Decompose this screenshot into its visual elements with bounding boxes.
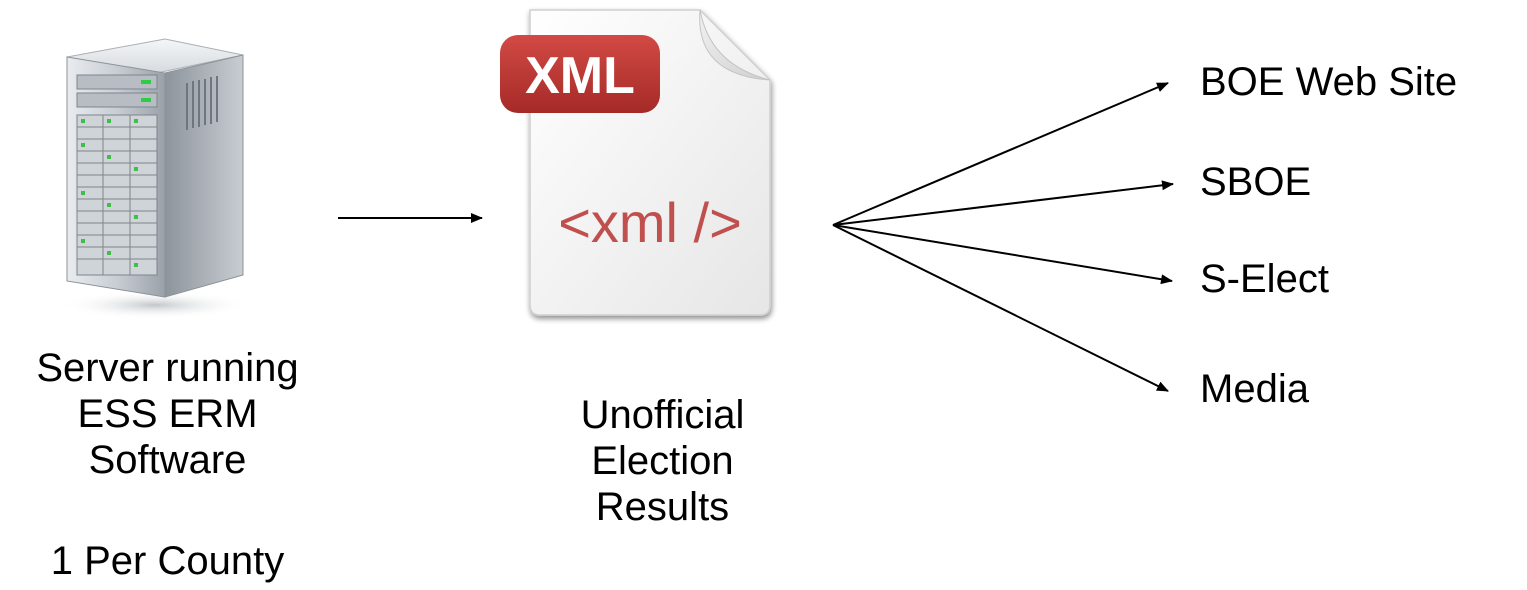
server-caption-line-1: Server running bbox=[36, 346, 299, 390]
destination-boe-web-site: BOE Web Site bbox=[1200, 60, 1458, 104]
server-caption: Server running ESS ERM Software bbox=[0, 345, 335, 483]
server-icon bbox=[60, 38, 250, 319]
xml-tag-text: <xml /> bbox=[558, 191, 742, 254]
xml-document-icon: XML <xml /> bbox=[500, 9, 771, 316]
document-caption-line-1: Unofficial bbox=[580, 393, 745, 437]
server-caption-line-3: Software bbox=[88, 438, 247, 482]
arrow-to-s-elect bbox=[832, 224, 1173, 285]
arrow-to-media bbox=[832, 224, 1169, 392]
server-count-note: 1 Per County bbox=[50, 539, 285, 583]
destination-sboe: SBOE bbox=[1200, 160, 1312, 204]
xml-badge-text: XML bbox=[525, 47, 635, 105]
server-caption-line-2: ESS ERM bbox=[77, 392, 258, 436]
arrow-to-boe-web-site bbox=[832, 82, 1169, 226]
document-caption-line-3: Results bbox=[595, 485, 730, 529]
arrow-to-sboe bbox=[832, 180, 1174, 226]
destination-s-elect: S-Elect bbox=[1200, 257, 1329, 301]
document-caption-line-2: Election bbox=[591, 439, 734, 483]
destination-media: Media bbox=[1200, 367, 1309, 411]
document-caption: Unofficial Election Results bbox=[510, 392, 815, 530]
